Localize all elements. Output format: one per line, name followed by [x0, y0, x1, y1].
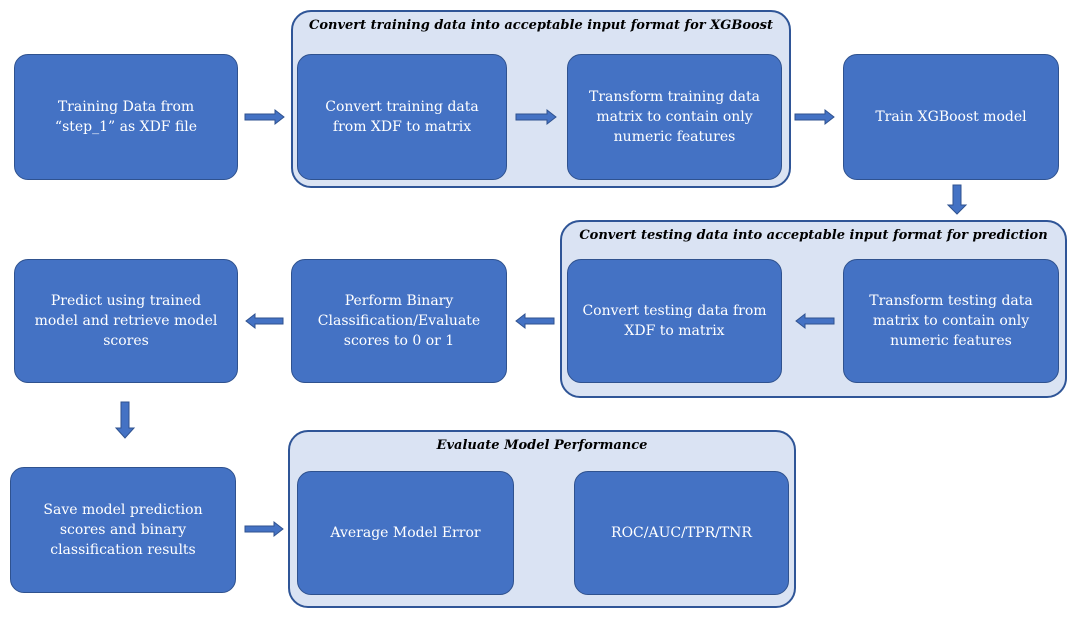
box-label: Predict using trained model and retrieve…	[34, 293, 218, 349]
box-label: Training Data from “step_1” as XDF file	[54, 99, 198, 135]
box-transform-test: Transform testing data matrix to contain…	[843, 259, 1059, 383]
arrow-right-icon	[244, 108, 285, 126]
box-label: Convert training data from XDF to matrix	[325, 99, 479, 135]
box-average-model-error: Average Model Error	[297, 471, 514, 595]
box-binary-classification: Perform Binary Classification/Evaluate s…	[291, 259, 507, 383]
arrow-right-icon	[244, 520, 284, 538]
box-label: Transform training data matrix to contai…	[589, 89, 760, 145]
arrow-down-icon	[114, 401, 136, 439]
group-title-train-convert: Convert training data into acceptable in…	[308, 18, 774, 33]
box-label: Perform Binary Classification/Evaluate s…	[317, 293, 481, 349]
box-save-results: Save model prediction scores and binary …	[10, 467, 236, 593]
arrow-right-icon	[794, 108, 835, 126]
group-title-evaluate: Evaluate Model Performance	[436, 438, 648, 453]
box-train-model: Train XGBoost model	[843, 54, 1059, 180]
box-label: Train XGBoost model	[875, 109, 1027, 125]
box-label: Save model prediction scores and binary …	[43, 502, 203, 558]
box-label: Average Model Error	[330, 525, 481, 541]
box-training-data: Training Data from “step_1” as XDF file	[14, 54, 238, 180]
box-roc-auc: ROC/AUC/TPR/TNR	[574, 471, 789, 595]
arrow-right-icon	[515, 108, 557, 126]
box-predict: Predict using trained model and retrieve…	[14, 259, 238, 383]
arrow-left-icon	[515, 312, 555, 330]
arrow-left-icon	[795, 312, 835, 330]
box-convert-test: Convert testing data from XDF to matrix	[567, 259, 782, 383]
group-title-test-convert: Convert testing data into acceptable inp…	[579, 228, 1048, 243]
box-label: Transform testing data matrix to contain…	[869, 293, 1033, 349]
box-label: Convert testing data from XDF to matrix	[582, 303, 767, 339]
box-convert-train: Convert training data from XDF to matrix	[297, 54, 507, 180]
box-label: ROC/AUC/TPR/TNR	[611, 525, 752, 541]
arrow-down-icon	[946, 184, 968, 215]
box-transform-train: Transform training data matrix to contai…	[567, 54, 782, 180]
arrow-left-icon	[245, 312, 284, 330]
